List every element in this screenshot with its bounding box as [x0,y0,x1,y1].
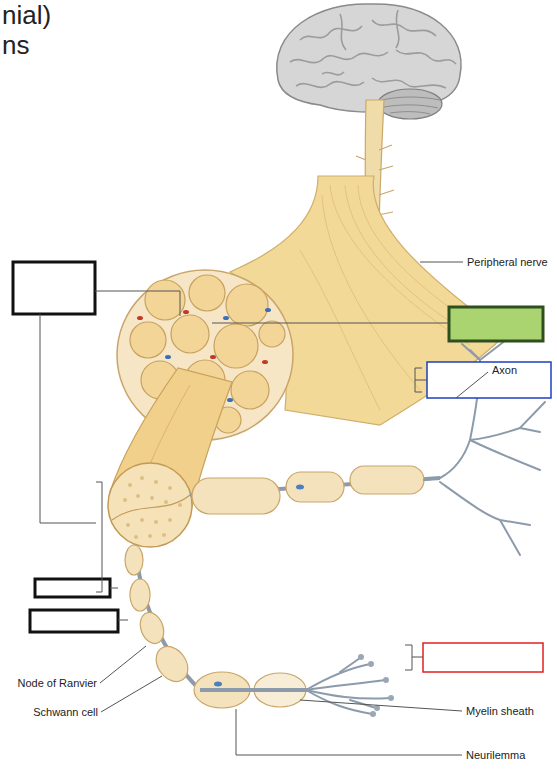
part-label: Myelin sheath [466,705,534,718]
title-fragment: nial) [2,1,51,31]
part-label: Schwann cell [33,706,98,719]
title-fragment: ns [2,31,29,61]
fascicle [108,368,232,547]
answer-boxes [13,262,551,672]
leader-lines [40,262,488,755]
part-label: Node of Ranvier [18,677,98,690]
part-label: Peripheral nerve [467,256,548,269]
neuron-lower [125,545,394,717]
part-label: Axon [492,364,517,377]
part-label: Neurilemma [466,749,525,762]
